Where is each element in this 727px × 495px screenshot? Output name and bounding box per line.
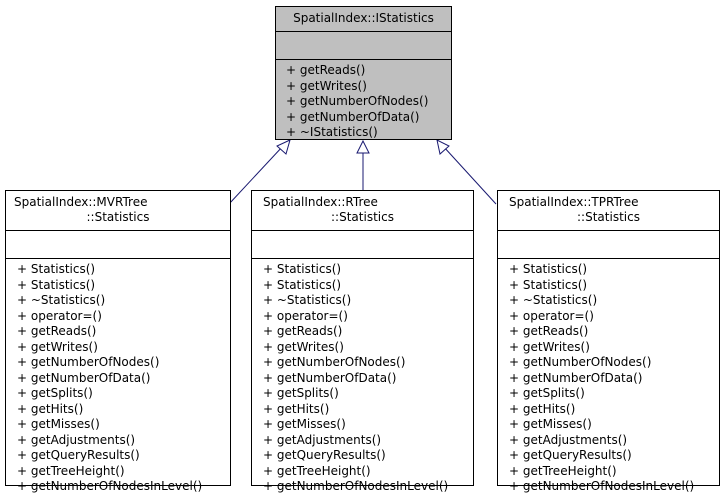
method-item: + getQueryResults() (263, 448, 386, 462)
method-item: + getReads() (17, 324, 97, 338)
method-item: + getWrites() (263, 339, 344, 354)
class-title-mvrtree-statistics: SpatialIndex::MVRTree ::Statistics (6, 191, 230, 231)
class-box-mvrtree-statistics: SpatialIndex::MVRTree ::Statistics + Sta… (5, 190, 231, 493)
method-item: + getNumberOfData() (17, 370, 151, 385)
method-item: + getMisses() (263, 417, 346, 431)
method-item: + ~Statistics() (17, 293, 106, 307)
method-item: + ~Statistics() (263, 293, 352, 307)
class-title-tprtree-statistics: SpatialIndex::TPRTree ::Statistics (498, 191, 719, 231)
class-box-rtree-statistics: SpatialIndex::RTree ::Statistics + Stati… (251, 190, 474, 493)
method-item: + getNumberOfNodesInLevel() (509, 479, 695, 493)
class-title-line: SpatialIndex::RTree (263, 195, 378, 209)
method-item: + getTreeHeight() (17, 463, 125, 478)
method-item: + getQueryResults() (509, 448, 632, 462)
class-title-istatistics: SpatialIndex::IStatistics (276, 7, 451, 32)
method-item: + ~Statistics() (509, 293, 598, 307)
class-methods-istatistics: + getReads() + getWrites() + getNumberOf… (276, 60, 451, 141)
edge-mvrtree-to-istatistics (228, 145, 284, 205)
method-item: + getHits() (17, 401, 84, 416)
method-item: + getHits() (509, 401, 576, 416)
class-box-tprtree-statistics: SpatialIndex::TPRTree ::Statistics + Sta… (497, 190, 720, 493)
method-item: + getWrites() (17, 339, 98, 354)
method-item: + Statistics() (509, 262, 588, 276)
method-item: + getNumberOfData() (509, 370, 643, 385)
class-title-line: ::Statistics (86, 210, 150, 224)
method-item: + ~IStatistics() (286, 125, 378, 139)
class-title-rtree-statistics: SpatialIndex::RTree ::Statistics (252, 191, 473, 231)
class-title-line: SpatialIndex::IStatistics (293, 11, 434, 25)
class-box-istatistics: SpatialIndex::IStatistics + getReads() +… (275, 6, 452, 140)
edge-arrowhead-tprtree (436, 139, 450, 155)
method-item: + Statistics() (17, 262, 96, 276)
method-item: + getNumberOfNodesInLevel() (263, 479, 449, 493)
method-item: + getNumberOfData() (263, 370, 397, 385)
method-item: + getAdjustments() (17, 432, 136, 447)
edge-arrowhead-rtree (356, 139, 370, 154)
method-item: + getSplits() (17, 386, 93, 400)
method-item: + getNumberOfData() (286, 109, 420, 124)
class-attributes-rtree-statistics (252, 231, 473, 259)
method-item: + getMisses() (509, 417, 592, 431)
method-item: + getNumberOfNodes() (286, 94, 429, 108)
method-item: + getWrites() (286, 78, 367, 93)
class-title-line: SpatialIndex::TPRTree (509, 195, 639, 209)
class-title-line: ::Statistics (331, 210, 394, 224)
class-attributes-mvrtree-statistics (6, 231, 230, 259)
method-item: + getTreeHeight() (263, 463, 371, 478)
class-attributes-istatistics (276, 32, 451, 60)
method-item: + getReads() (263, 324, 343, 338)
method-item: + getReads() (509, 324, 589, 338)
method-item: + getReads() (286, 63, 366, 77)
method-item: + Statistics() (509, 277, 588, 292)
method-item: + Statistics() (263, 262, 342, 276)
method-item: + getNumberOfNodesInLevel() (17, 479, 203, 493)
class-attributes-tprtree-statistics (498, 231, 719, 259)
method-item: + getNumberOfNodes() (263, 355, 406, 369)
method-item: + operator=() (263, 308, 348, 323)
method-item: + getNumberOfNodes() (509, 355, 652, 369)
method-item: + getWrites() (509, 339, 590, 354)
edge-arrowhead-mvrtree (276, 139, 291, 155)
class-methods-rtree-statistics: + Statistics() + Statistics() + ~Statist… (252, 259, 473, 495)
method-item: + getQueryResults() (17, 448, 140, 462)
method-item: + getNumberOfNodes() (17, 355, 160, 369)
edge-tprtree-to-istatistics (442, 145, 497, 205)
class-methods-tprtree-statistics: + Statistics() + Statistics() + ~Statist… (498, 259, 719, 495)
method-item: + getSplits() (509, 386, 585, 400)
method-item: + operator=() (509, 308, 594, 323)
method-item: + getSplits() (263, 386, 339, 400)
method-item: + operator=() (17, 308, 102, 323)
method-item: + Statistics() (17, 277, 96, 292)
class-title-line: SpatialIndex::MVRTree (14, 195, 148, 209)
class-title-line: ::Statistics (577, 210, 640, 224)
method-item: + getAdjustments() (509, 432, 628, 447)
class-methods-mvrtree-statistics: + Statistics() + Statistics() + ~Statist… (6, 259, 230, 495)
method-item: + Statistics() (263, 277, 342, 292)
method-item: + getAdjustments() (263, 432, 382, 447)
method-item: + getMisses() (17, 417, 100, 431)
method-item: + getTreeHeight() (509, 463, 617, 478)
method-item: + getHits() (263, 401, 330, 416)
